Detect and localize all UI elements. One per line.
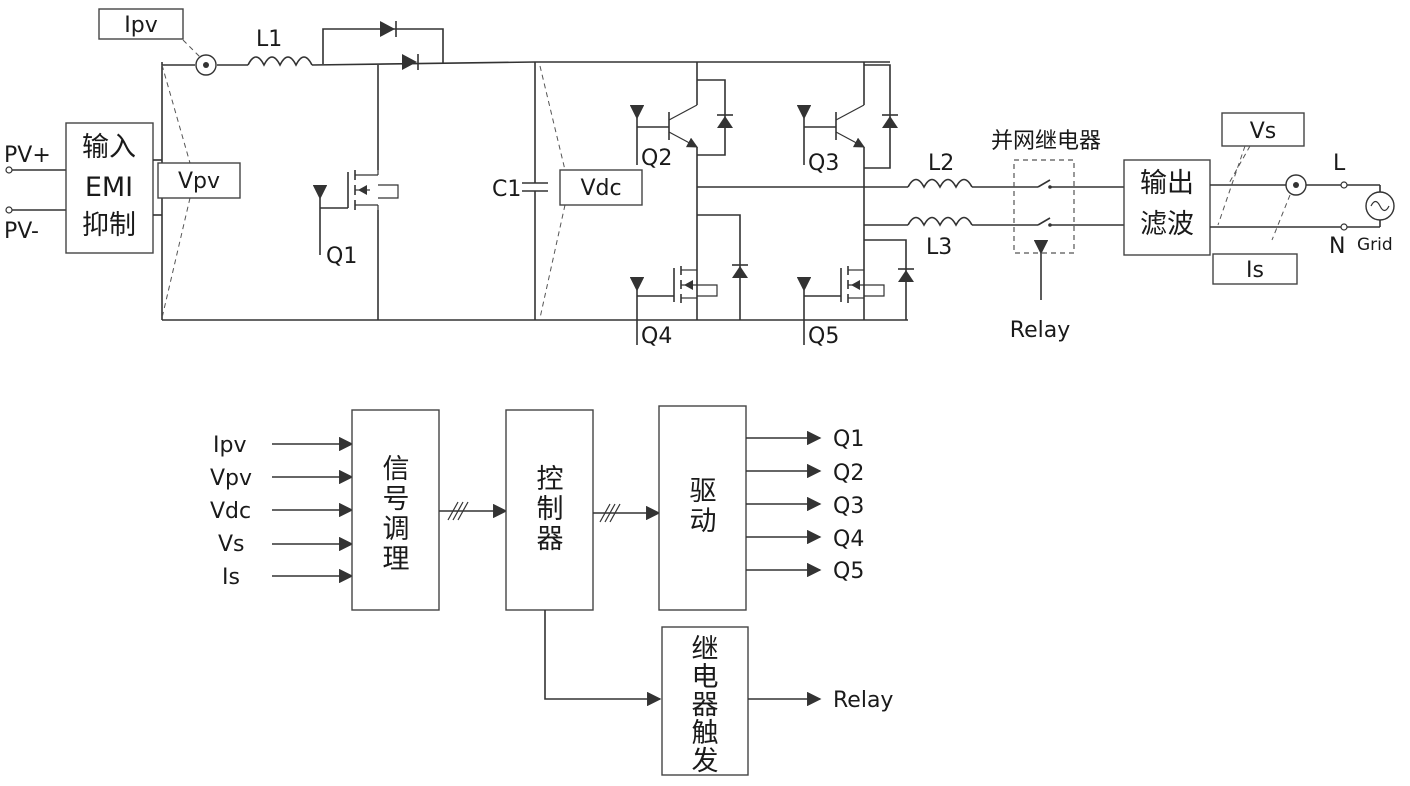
c1-label: C1 (492, 177, 521, 202)
q3-igbt: Q3 (796, 62, 898, 320)
q2-label: Q2 (641, 146, 672, 171)
power-stage: PV+ PV- 输入 EMI 抑制 Ipv (4, 8, 1395, 349)
vdc-voltage-sensor: Vdc (539, 65, 643, 319)
input-label-ipv: Ipv (213, 433, 246, 458)
q5-mosfet: Q5 (796, 239, 914, 349)
driver-output-q1: Q1 (833, 427, 864, 452)
driver-char-2: 动 (690, 506, 717, 537)
pv-plus-label: PV+ (4, 143, 51, 168)
vs-label: Vs (1250, 119, 1277, 144)
input-label-vpv: Vpv (210, 466, 252, 491)
driver-output-q4: Q4 (833, 527, 864, 552)
ipv-label: Ipv (124, 13, 157, 38)
line-label: L (1333, 151, 1346, 176)
grid-relay: 并网继电器 Relay (991, 129, 1124, 343)
ipv-current-sensor: Ipv (98, 8, 217, 76)
emi-filter-box: 输入 EMI 抑制 (65, 122, 162, 254)
bus-hash-1 (447, 501, 469, 521)
controller-char-1: 控 (537, 464, 564, 495)
emi-label-line3: 抑制 (82, 210, 136, 241)
relay-trigger-char-2: 电 (692, 662, 719, 693)
l3-inductor: L3 (907, 216, 1038, 260)
q1-boost-switch: Q1 (312, 65, 399, 320)
control-inputs: Ipv Vpv Vdc Vs Is (210, 433, 354, 590)
driver-outputs: Q1 Q2 Q3 Q4 Q5 (746, 427, 864, 584)
controller-char-2: 制 (537, 494, 564, 525)
relay-trigger-char-5: 发 (692, 746, 719, 777)
l1-label: L1 (256, 27, 282, 52)
driver-output-q3: Q3 (833, 494, 864, 519)
relay-title: 并网继电器 (991, 129, 1101, 154)
signal-cond-char-1: 信 (383, 454, 410, 485)
relay-trigger-char-1: 继 (692, 634, 719, 665)
bus-hash-2 (599, 503, 621, 523)
control-stage: Ipv Vpv Vdc Vs Is 信 号 调 理 控 (210, 405, 893, 777)
neutral-label: N (1329, 234, 1345, 259)
pv-input: PV+ PV- (4, 143, 66, 244)
l3-label: L3 (926, 235, 952, 260)
driver-box: 驱 动 (658, 405, 747, 611)
l1-inductor: L1 (247, 27, 536, 67)
q1-label: Q1 (326, 244, 357, 269)
relay-output-label: Relay (833, 688, 893, 713)
vpv-voltage-sensor: Vpv (157, 64, 241, 319)
controller-char-3: 器 (537, 524, 564, 555)
grid-source: L N Grid (1329, 151, 1395, 259)
q2-igbt: Q2 (629, 62, 733, 320)
driver-char-1: 驱 (690, 476, 717, 507)
driver-output-q2: Q2 (833, 461, 864, 486)
emi-label-line1: 输入 (82, 132, 136, 163)
q5-label: Q5 (808, 324, 839, 349)
output-filter-box: 输出 滤波 (1123, 159, 1380, 256)
input-label-vdc: Vdc (210, 499, 251, 524)
emi-label-line2: EMI (85, 172, 133, 203)
is-label: Is (1246, 258, 1264, 283)
signal-cond-char-4: 理 (383, 544, 410, 575)
vs-voltage-sensor: Vs (1217, 112, 1305, 226)
relay-trigger-char-4: 触 (692, 718, 719, 749)
signal-conditioning-box: 信 号 调 理 (351, 409, 440, 611)
l2-label: L2 (928, 151, 954, 176)
is-current-sensor: Is (1212, 174, 1307, 285)
q3-label: Q3 (808, 151, 839, 176)
pv-minus-label: PV- (4, 219, 39, 244)
relay-trigger-box: 继 电 器 触 发 (661, 626, 749, 777)
input-label-is: Is (222, 565, 240, 590)
controller-box: 控 制 器 (505, 409, 594, 611)
driver-output-q5: Q5 (833, 559, 864, 584)
l2-inductor: L2 (907, 151, 1038, 189)
vpv-label: Vpv (178, 169, 220, 194)
grid-label: Grid (1357, 235, 1393, 255)
boost-diodes (322, 21, 444, 70)
input-label-vs: Vs (218, 532, 245, 557)
relay-signal-label: Relay (1010, 318, 1070, 343)
q4-mosfet: Q4 (629, 214, 748, 349)
signal-cond-char-3: 调 (383, 514, 410, 545)
output-filter-line2: 滤波 (1140, 209, 1194, 240)
output-filter-line1: 输出 (1140, 168, 1194, 199)
vdc-label: Vdc (580, 176, 621, 201)
c1-capacitor: C1 (492, 62, 548, 320)
signal-cond-char-2: 号 (383, 484, 410, 515)
relay-trigger-char-3: 器 (692, 690, 719, 721)
q4-label: Q4 (641, 324, 672, 349)
